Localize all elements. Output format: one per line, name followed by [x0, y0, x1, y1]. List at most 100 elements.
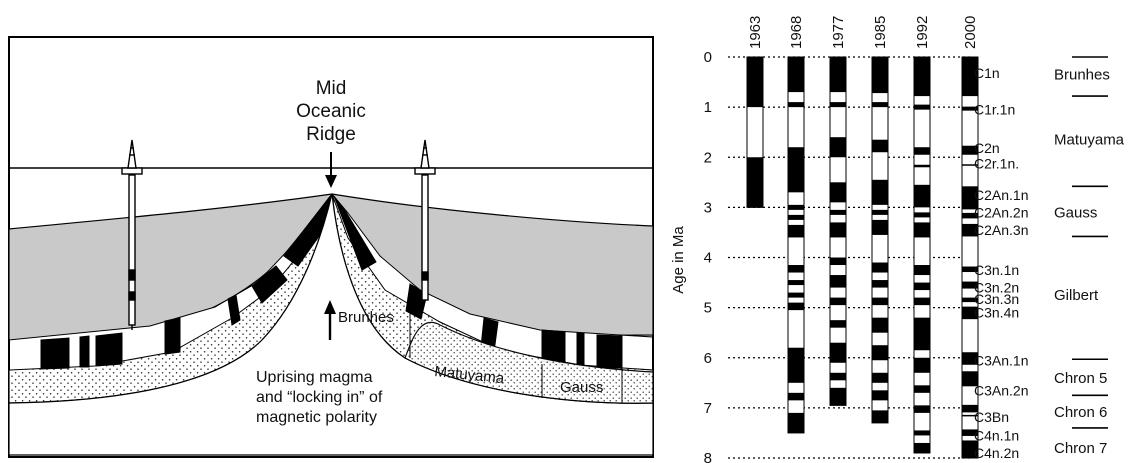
chron-label: C1n [974, 65, 1000, 81]
age-tick-label: 2 [704, 149, 712, 166]
normal-polarity-band [962, 306, 978, 320]
epoch-label: Matuyama [1054, 132, 1125, 149]
normal-polarity-band [962, 429, 978, 436]
magnetic-stripes-left [10, 194, 332, 371]
normal-polarity-band [830, 209, 846, 215]
normal-polarity-band [830, 387, 846, 406]
normal-polarity-band [914, 212, 930, 218]
arrow-up-icon [324, 300, 336, 340]
normal-polarity-band [830, 275, 846, 288]
normal-polarity-band [788, 214, 804, 220]
timescale-column-1968 [787, 56, 805, 434]
chron-label: C3n.2n [974, 280, 1019, 296]
magma-label-line-3: magnetic polarity [256, 409, 377, 426]
normal-polarity-band [962, 352, 978, 365]
normal-polarity-band [962, 371, 978, 387]
normal-polarity-band [872, 280, 888, 288]
normal-polarity-band [914, 164, 930, 168]
year-header-1963: 1963 [747, 16, 764, 49]
normal-polarity-band [962, 186, 978, 210]
normal-polarity-band [962, 223, 978, 237]
normal-polarity-band [872, 57, 888, 94]
normal-polarity-band [872, 297, 888, 306]
timescale-column-1985 [871, 56, 889, 424]
epoch-label: Chron 6 [1054, 404, 1107, 421]
epoch-label-gauss: Gauss [560, 379, 603, 396]
normal-polarity-band [914, 265, 930, 276]
normal-polarity-band [962, 57, 978, 97]
normal-polarity-band [830, 320, 846, 328]
year-header-2000: 2000 [962, 16, 979, 49]
age-tick-label: 5 [704, 300, 712, 317]
chron-label: C2An.2n [974, 204, 1028, 220]
normal-polarity-band [914, 282, 930, 291]
normal-polarity-band [914, 385, 930, 393]
chron-label: C3n.1n [974, 262, 1019, 278]
year-header-1992: 1992 [914, 16, 931, 49]
timescale-column-1977 [829, 56, 847, 406]
normal-polarity-band [747, 157, 763, 208]
normal-polarity-band [788, 280, 804, 286]
normal-polarity-band [872, 345, 888, 361]
chron-label: C2r.1n. [974, 155, 1019, 171]
chron-label: C2n [974, 140, 1000, 156]
epoch-label: Chron 7 [1054, 440, 1107, 457]
normal-polarity-band [962, 106, 978, 111]
age-tick-label: 4 [704, 250, 712, 267]
normal-polarity-band [788, 347, 804, 383]
normal-polarity-band [830, 297, 846, 306]
magma-right-dotted-band [404, 322, 654, 404]
timescale-grid [728, 56, 972, 459]
age-tick-label: 7 [704, 400, 712, 417]
drill-rig-icon [414, 139, 436, 301]
normal-polarity-band [872, 372, 888, 383]
chron-label: C3n.3n [974, 291, 1019, 307]
year-header-1985: 1985 [872, 16, 889, 49]
normal-polarity-band [830, 137, 846, 158]
normal-polarity-band [914, 357, 930, 373]
timescale-column-1963 [746, 56, 764, 208]
normal-polarity-band [914, 57, 930, 97]
normal-polarity-band [788, 224, 804, 238]
chron-label: C3n.4n [974, 305, 1019, 321]
normal-polarity-band [962, 281, 978, 289]
normal-polarity-band [914, 222, 930, 238]
normal-polarity-band [914, 430, 930, 436]
normal-polarity-band [914, 104, 930, 110]
ridge-label-line-2: Oceanic [296, 101, 366, 122]
ridge-label-line-1: Mid [316, 78, 347, 99]
normal-polarity-band [962, 404, 978, 413]
year-header-1968: 1968 [788, 16, 805, 49]
timescale-column-2000 [961, 56, 979, 459]
epoch-label: Gauss [1054, 204, 1097, 221]
normal-polarity-band [962, 414, 978, 417]
normal-polarity-band [872, 102, 888, 108]
cross-section-diagram: Mid Oceanic Ridge Uprising magma and “lo… [8, 36, 654, 458]
normal-polarity-band [788, 265, 804, 273]
normal-polarity-band [788, 57, 804, 93]
normal-polarity-band [872, 179, 888, 205]
normal-polarity-band [747, 57, 763, 108]
normal-polarity-band [872, 390, 888, 401]
normal-polarity-band [788, 204, 804, 210]
epoch-label: Brunhes [1054, 67, 1110, 84]
age-tick-label: 0 [704, 49, 712, 66]
reversed-polarity-background [913, 56, 931, 454]
reversed-polarity-background [871, 56, 889, 424]
ridge-label-line-3: Ridge [306, 124, 356, 145]
chron-label: C3Bn [974, 409, 1009, 425]
chron-label: C3An.2n [974, 382, 1028, 398]
normal-polarity-band [830, 57, 846, 93]
age-tick-label: 3 [704, 199, 712, 216]
age-tick-label: 6 [704, 350, 712, 367]
magnetic-stripes-right [332, 194, 652, 371]
y-axis-title: Age in Ma [670, 226, 687, 294]
chron-label: C4n.1n [974, 427, 1019, 443]
normal-polarity-band [830, 372, 846, 381]
normal-polarity-band [914, 147, 930, 155]
normal-polarity-band [872, 262, 888, 273]
